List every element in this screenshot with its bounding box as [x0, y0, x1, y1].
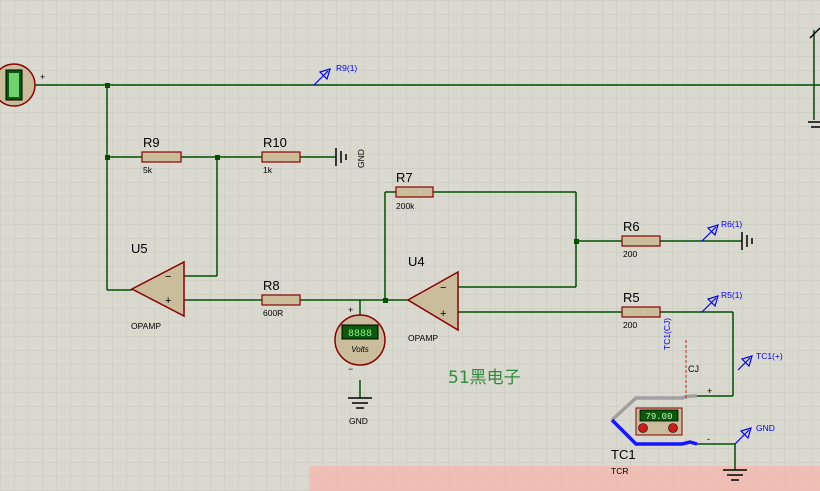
- voltmeter-reading: 8888: [348, 329, 372, 340]
- r8-ref: R8: [263, 278, 280, 293]
- r9-value: 5k: [143, 165, 153, 175]
- resistor-r5[interactable]: R5 200: [621, 290, 661, 330]
- probe-r6-1-label: R6(1): [721, 219, 742, 229]
- tc1-type: TCR: [611, 466, 628, 476]
- r7-value: 200k: [396, 201, 415, 211]
- opamp-u4[interactable]: − + U4 OPAMP: [406, 254, 459, 343]
- resistor-r8[interactable]: R8 600R: [261, 278, 301, 318]
- probe-gnd[interactable]: GND: [734, 423, 775, 445]
- right-edge-symbol: [808, 27, 820, 128]
- probe-tc1-cj-label: TC1(CJ): [662, 318, 672, 350]
- voltmeter[interactable]: 8888 Volts + −: [334, 305, 386, 374]
- voltmeter-plus: +: [348, 305, 353, 315]
- r10-gnd-label: GND: [356, 149, 366, 168]
- r9-ref: R9: [143, 135, 160, 150]
- ground-symbol-tc1: [723, 469, 747, 481]
- r5-ref: R5: [623, 290, 640, 305]
- r6-ref: R6: [623, 219, 640, 234]
- probe-r5-1[interactable]: R5(1): [701, 290, 742, 313]
- svg-text:+: +: [440, 308, 446, 320]
- r5-value: 200: [623, 320, 637, 330]
- probe-r9-1[interactable]: R9(1): [313, 63, 357, 86]
- u5-type: OPAMP: [131, 321, 161, 331]
- probe-gnd-label: GND: [756, 423, 775, 433]
- r10-value: 1k: [263, 165, 273, 175]
- ground-symbol-r10: [335, 148, 347, 166]
- tc1-up-button[interactable]: [668, 423, 678, 433]
- tc1-down-button[interactable]: [638, 423, 648, 433]
- u5-ref: U5: [131, 241, 148, 256]
- probe-r6-1[interactable]: R6(1): [701, 219, 742, 242]
- ground-symbol-r6: [741, 232, 753, 250]
- r8-value: 600R: [263, 308, 283, 318]
- watermark-text: 51黑电子: [448, 368, 521, 388]
- svg-text:−: −: [440, 282, 446, 294]
- probe-r9-1-label: R9(1): [336, 63, 357, 73]
- tc1-reading: 79.00: [645, 412, 672, 422]
- ground-symbol-voltmeter: [348, 397, 372, 409]
- r7-ref: R7: [396, 170, 413, 185]
- svg-text:−: −: [165, 271, 171, 283]
- junctions: [105, 83, 579, 303]
- r6-value: 200: [623, 249, 637, 259]
- voltmeter-label: Volts: [351, 345, 369, 354]
- svg-text:+: +: [165, 295, 171, 307]
- resistor-r7[interactable]: R7 200k: [395, 170, 434, 211]
- resistor-r9[interactable]: R9 5k: [141, 135, 182, 175]
- resistor-r6[interactable]: R6 200: [621, 219, 661, 259]
- voltmeter-gnd-label: GND: [349, 416, 368, 426]
- thermocouple-tc1[interactable]: 79.00 CJ + - TC1 TCR: [610, 340, 712, 476]
- voltmeter-minus: −: [348, 364, 353, 374]
- probe-r5-1-label: R5(1): [721, 290, 742, 300]
- r10-ref: R10: [263, 135, 287, 150]
- left-meter-plus: +: [40, 72, 45, 82]
- tc1-minus-label: -: [707, 434, 710, 444]
- probe-tc1-plus[interactable]: TC1(+): [737, 351, 783, 371]
- resistor-r10[interactable]: R10 1k: [261, 135, 301, 175]
- tc1-plus-label: +: [707, 386, 712, 396]
- opamp-u5[interactable]: − + U5 OPAMP: [130, 241, 185, 331]
- probe-tc1-cj[interactable]: TC1(CJ): [662, 318, 672, 350]
- left-meter[interactable]: +: [0, 63, 45, 107]
- wires: [34, 30, 820, 470]
- tc1-cj-label: CJ: [688, 364, 699, 374]
- probe-tc1-plus-label: TC1(+): [756, 351, 783, 361]
- u4-ref: U4: [408, 254, 425, 269]
- u4-type: OPAMP: [408, 333, 438, 343]
- tc1-ref: TC1: [611, 447, 636, 462]
